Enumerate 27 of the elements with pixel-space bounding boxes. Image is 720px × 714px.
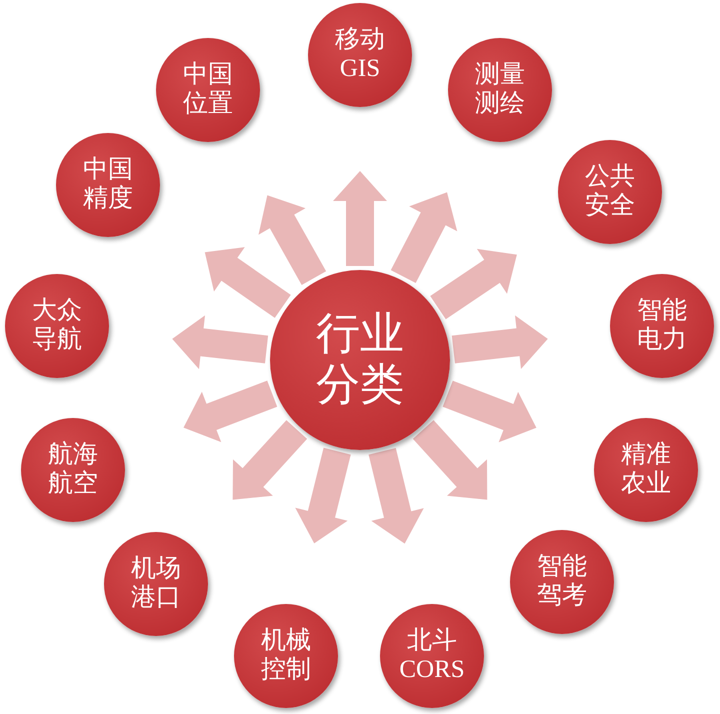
block-arrow [172, 315, 268, 370]
block-arrow [368, 448, 424, 544]
block-arrow [204, 247, 291, 318]
category-label: 智能电力 [637, 297, 687, 355]
block-arrow [333, 171, 387, 266]
category-label: 机械控制 [261, 627, 311, 685]
block-arrow [452, 315, 548, 369]
category-label: 航海航空 [48, 441, 98, 499]
category-label: 公共安全 [585, 163, 635, 221]
block-arrow [430, 248, 517, 320]
block-arrow [258, 195, 326, 285]
block-arrow [232, 420, 308, 500]
category-label: 移动GIS [335, 26, 385, 84]
category-label: 北斗CORS [399, 627, 465, 685]
block-arrow [295, 448, 351, 544]
category-label: 中国位置 [183, 61, 233, 119]
category-label: 中国精度 [83, 156, 133, 214]
category-label: 精准农业 [621, 441, 671, 499]
block-arrow [390, 192, 458, 283]
category-label: 智能驾考 [537, 553, 587, 611]
category-label: 测量测绘 [475, 61, 525, 119]
block-arrow [412, 420, 488, 500]
category-label: 行业分类 [316, 309, 404, 411]
category-label: 大众导航 [32, 297, 82, 355]
block-arrow [184, 380, 278, 442]
category-label: 机场港口 [131, 555, 181, 613]
block-arrow [442, 380, 536, 442]
